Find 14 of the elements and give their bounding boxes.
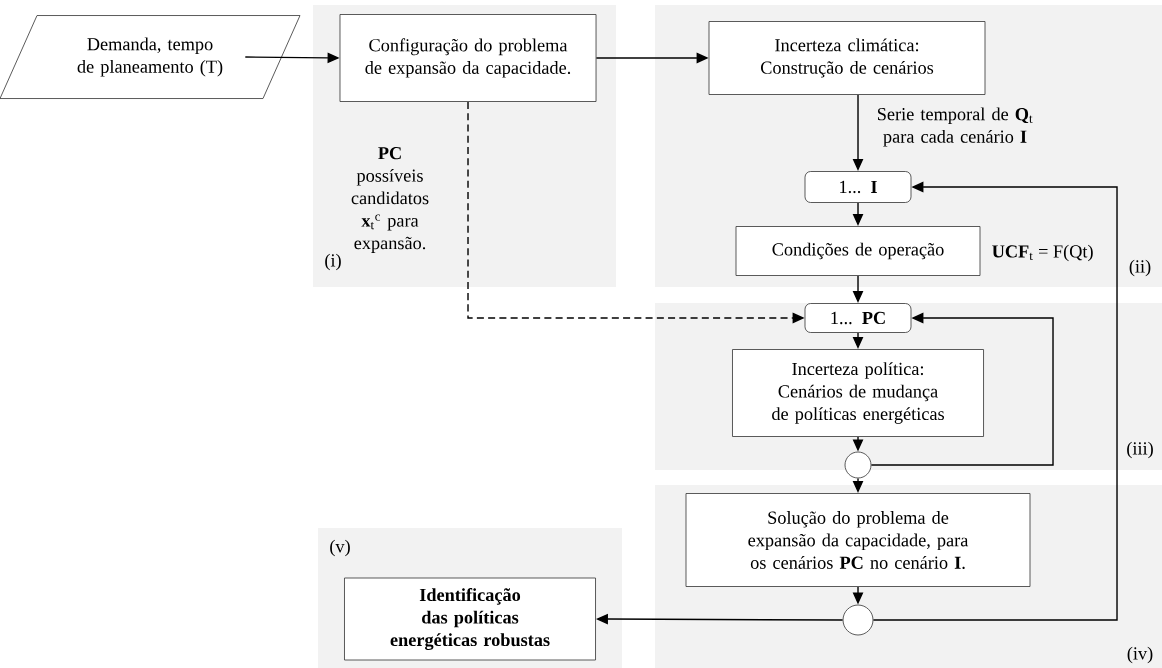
process-box: Solução do problema de expansão da capacidade, para os cenários PC no cenário I. [685,493,1031,587]
edge-label: Serie temporal de Q$_{t}$ para cada cenário I [877,107,1033,147]
process-box: Identificação das políticas energéticas robustas [344,577,596,661]
process-box: Incerteza política: Cenários de mudança de políticas energéticas [732,349,984,437]
junction-circle [842,604,874,636]
process-box: Configuração do problema de expansão da capacidade. [339,14,597,102]
process-box: Incerteza climática: Construção de cenários [708,21,986,95]
loop-counter-box: 1... I [804,171,912,203]
edge-label: PC possíveis candidatos x$_{t}$$^{c}$ para expansão. [351,147,429,253]
input-parallelogram: Demanda, tempo de planeamento (T) [0,15,301,99]
junction-circle [844,451,872,479]
loop-counter-box: 1... PC [804,303,912,333]
process-box: Condições de operação [735,226,981,276]
formula-label: UCF$_{t}$ = F(Qt) [992,244,1093,262]
